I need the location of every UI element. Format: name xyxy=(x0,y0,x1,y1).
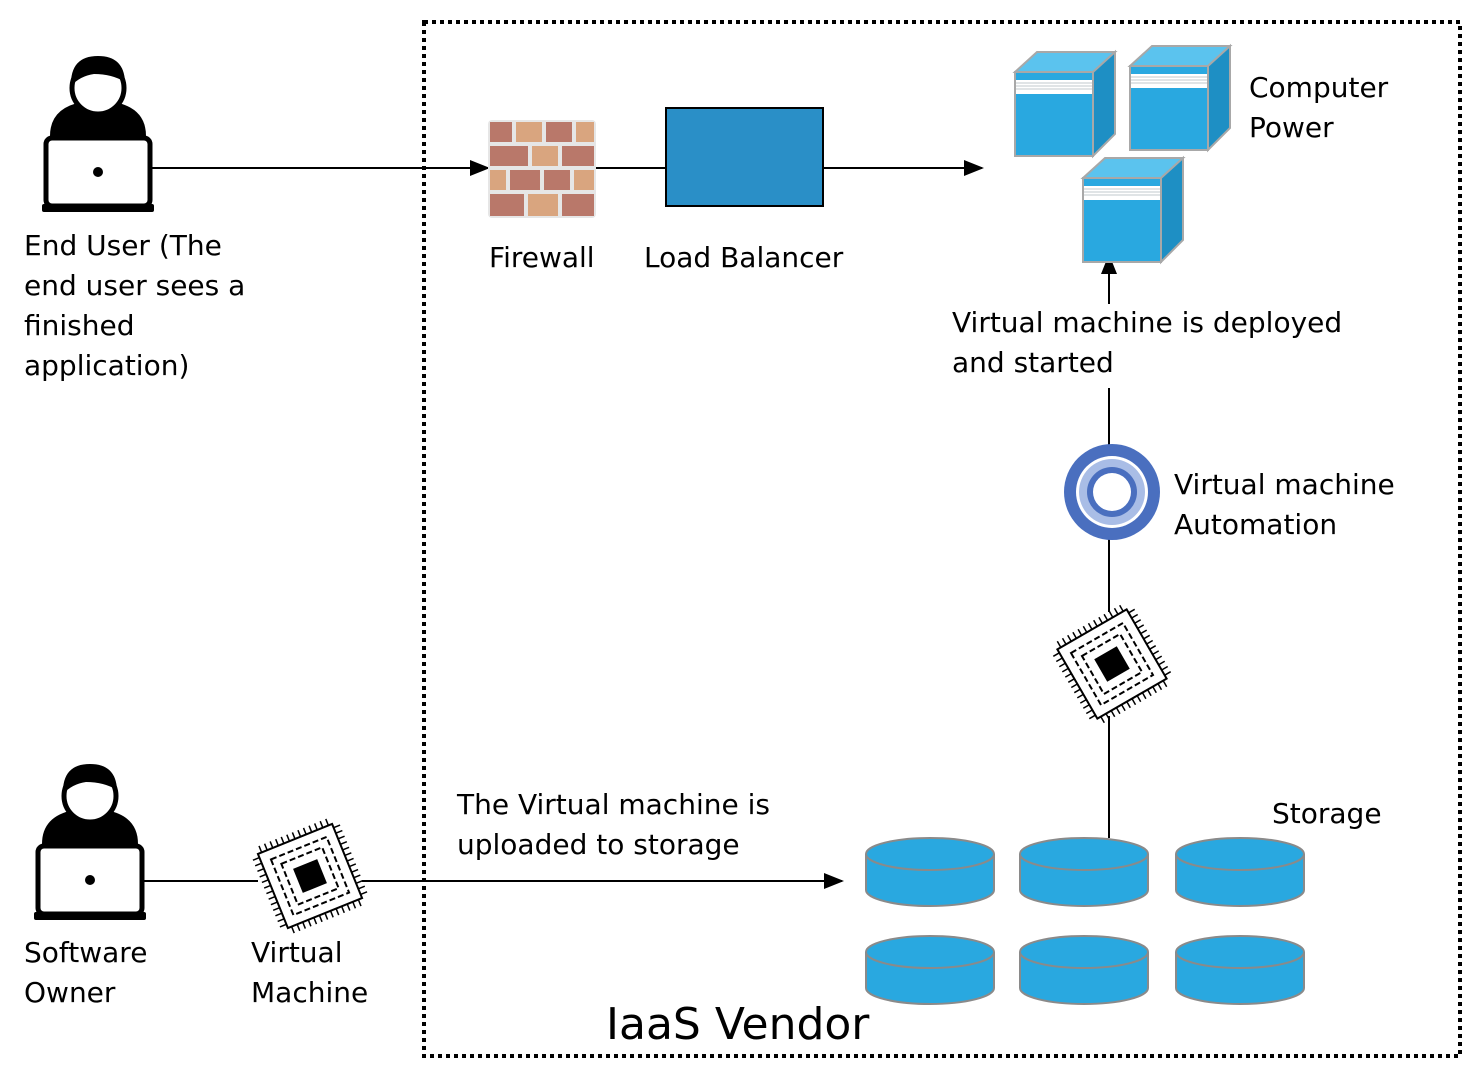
virtual-machine-label: Virtual Machine xyxy=(251,936,369,1009)
compute-power-label: Computer Power xyxy=(1249,71,1389,144)
firewall-label: Firewall xyxy=(489,241,595,274)
storage-disk-icon xyxy=(1175,935,1305,1005)
firewall-brick-icon xyxy=(488,120,596,218)
vendor-boundary xyxy=(422,20,1462,1058)
storage-disk-icon xyxy=(1019,935,1149,1005)
storage-disk-icon xyxy=(1019,837,1149,907)
server-cube-icon xyxy=(1082,157,1184,263)
server-cube-icon xyxy=(1129,45,1231,151)
end-user-label: End User (The end user sees a finished a… xyxy=(24,229,246,382)
software-owner-label: Software Owner xyxy=(24,936,148,1009)
load-balancer-box xyxy=(665,107,824,207)
storage-disk-icon xyxy=(865,837,995,907)
upload-label: The Virtual machine is uploaded to stora… xyxy=(457,788,770,861)
vm-chip-icon xyxy=(1046,598,1178,730)
storage-disk-icon xyxy=(865,935,995,1005)
deployed-label: Virtual machine is deployed and started xyxy=(952,306,1343,379)
automation-ring-icon xyxy=(1064,444,1160,540)
load-balancer-label: Load Balancer xyxy=(644,241,844,274)
storage-disk-icon xyxy=(1175,837,1305,907)
iaas-vendor-label: IaaS Vendor xyxy=(606,999,870,1050)
vm-chip-icon xyxy=(247,813,373,939)
end-user-icon xyxy=(42,56,154,212)
automation-label: Virtual machine Automation xyxy=(1174,468,1395,541)
connectors xyxy=(144,160,1117,889)
server-cube-icon xyxy=(1014,51,1116,157)
software-owner-icon xyxy=(34,764,146,920)
storage-label: Storage xyxy=(1272,797,1382,830)
